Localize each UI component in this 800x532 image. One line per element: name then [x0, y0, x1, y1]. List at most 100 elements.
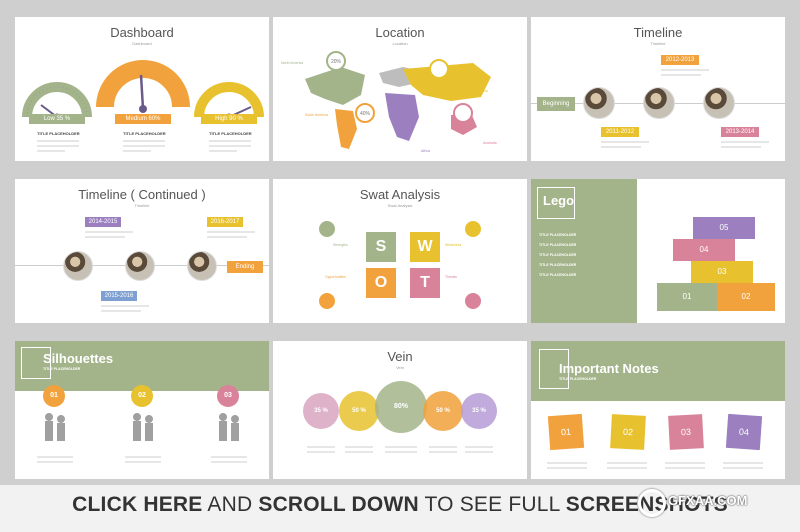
note-01: 01: [547, 413, 585, 451]
label-south-america: South America: [305, 113, 328, 117]
slide-subtitle: Location: [392, 41, 408, 46]
vein-bubble-2: 50 %: [339, 391, 379, 431]
timeline-item-1: 2014-2015: [85, 217, 121, 227]
silhouettes-header: [15, 341, 269, 391]
timeline-photo-1: [583, 87, 615, 119]
gauge-medium-placeholder: TITLE PLACEHOLDER: [123, 131, 166, 136]
gauge-high-arc: [194, 82, 264, 118]
label-weakness: Weakness: [445, 243, 462, 247]
silhouette-figures: [37, 413, 247, 463]
slide-subtitle: Timeline: [134, 203, 150, 208]
gauge-low-placeholder: TITLE PLACEHOLDER: [37, 131, 80, 136]
silhouette-num-01: 01: [43, 385, 65, 407]
slide-subtitle: Swat Analysis: [387, 203, 413, 208]
note-03: 03: [668, 414, 704, 450]
strength-icon: [319, 221, 335, 237]
slide-timeline-continued[interactable]: Timeline ( Continued ) Timeline 2014-201…: [15, 179, 269, 323]
slide-title: Silhouettes: [43, 351, 114, 366]
slide-subtitle: Timeline: [650, 41, 666, 46]
gauge-medium-arc: [96, 60, 190, 108]
slide-title: Timeline: [633, 25, 683, 40]
timeline-item-1: 2011-2012: [601, 127, 639, 137]
label-africa: Africa: [421, 149, 430, 153]
vein-bubble-1: 35 %: [303, 393, 339, 429]
gauge-medium-label: Medium 60%: [115, 114, 171, 124]
cta-and: AND: [202, 493, 259, 516]
label-russia: Russia: [477, 89, 488, 93]
gauge-low-label: Low 35 %: [29, 114, 85, 124]
silhouette-num-02: 02: [131, 385, 153, 407]
slide-title: Important Notes: [559, 361, 659, 376]
slide-silhouettes[interactable]: Silhouettes TITLE PLACEHOLDER 01 02 03: [15, 341, 269, 479]
slide-title: Lego: [543, 193, 575, 208]
world-map: 20% 40%: [305, 51, 491, 149]
opportunity-icon: [319, 293, 335, 309]
label-threats: Threats: [445, 275, 457, 279]
watermark: GFXAA.COM: [634, 487, 784, 523]
timeline-photo-2: [125, 251, 155, 281]
lego-item: TITLE PLACEHOLDER: [539, 273, 577, 277]
lego-brick-03: 03: [691, 261, 753, 283]
cta-to-see: TO SEE FULL: [418, 493, 566, 516]
lego-brick-02: 02: [717, 283, 775, 311]
swot-w: W: [410, 232, 440, 262]
slide-lego[interactable]: Lego TITLE PLACEHOLDER TITLE PLACEHOLDER…: [531, 179, 785, 323]
gauge-text-lines: [37, 140, 251, 152]
region-north-america: [305, 67, 365, 105]
slides-grid: Dashboard Dashboard Low 35 % Medium 60% …: [15, 17, 785, 479]
region-asia: [403, 63, 491, 101]
slide-title: Timeline ( Continued ): [78, 187, 206, 202]
slide-location[interactable]: Location Location 20% 40% North America …: [273, 17, 527, 161]
cta-click-here[interactable]: CLICK HERE: [72, 493, 203, 516]
slide-dashboard[interactable]: Dashboard Dashboard Low 35 % Medium 60% …: [15, 17, 269, 161]
lego-item: TITLE PLACEHOLDER: [539, 243, 577, 247]
notes-header: [531, 341, 785, 401]
cta-scroll-down[interactable]: SCROLL DOWN: [258, 493, 419, 516]
vein-bubble-3: 80%: [375, 381, 427, 433]
gauge-high-label: High 90 %: [201, 114, 257, 124]
timeline-item-3: 2016-2017: [207, 217, 243, 227]
silhouettes-placeholder: TITLE PLACEHOLDER: [43, 367, 81, 371]
timeline-photo-3: [187, 251, 217, 281]
lego-brick-01: 01: [657, 283, 717, 311]
slide-title: Vein: [387, 349, 413, 364]
timeline-photo-3: [703, 87, 735, 119]
lego-item: TITLE PLACEHOLDER: [539, 233, 577, 237]
gauge-medium-needle: [139, 74, 145, 110]
timeline-ending: Ending: [227, 261, 263, 273]
label-opportunities: Opportunities: [325, 275, 346, 279]
slide-important-notes[interactable]: Important Notes TITLE PLACEHOLDER 01 02 …: [531, 341, 785, 479]
notes-text-lines: [547, 462, 763, 469]
label-north-america: North America: [281, 61, 304, 65]
slide-timeline[interactable]: Timeline Timeline Beginning 2011-2012 20…: [531, 17, 785, 161]
watermark-logo-icon: [638, 489, 666, 517]
timeline-text-lines: [85, 231, 255, 312]
lego-brick-05: 05: [693, 217, 755, 239]
timeline-item-2: 2012-2013: [661, 55, 699, 65]
slide-subtitle: Dashboard: [132, 41, 152, 46]
cta-banner[interactable]: [0, 485, 800, 532]
swot-o: O: [366, 268, 396, 298]
gauge-low-arc: [22, 82, 92, 118]
notes-placeholder: TITLE PLACEHOLDER: [559, 377, 597, 381]
weakness-icon: [465, 221, 481, 237]
timeline-beginning: Beginning: [537, 97, 575, 111]
watermark-text: GFXAA.COM: [668, 493, 748, 508]
label-strengths: Strengths: [333, 243, 348, 247]
note-02: 02: [610, 414, 646, 450]
slide-subtitle: Vein: [396, 365, 404, 370]
lego-item: TITLE PLACEHOLDER: [539, 253, 577, 257]
region-na-pct: 20%: [331, 59, 342, 65]
slide-swot[interactable]: Swat Analysis Swat Analysis S W O T Stre…: [273, 179, 527, 323]
slide-title: Location: [375, 25, 425, 40]
timeline-text-lines: [601, 69, 769, 148]
region-south-america: [335, 109, 357, 149]
slide-title: Swat Analysis: [359, 187, 441, 202]
gauge-high-placeholder: TITLE PLACEHOLDER: [209, 131, 252, 136]
region-sa-pct: 40%: [360, 111, 371, 117]
slide-title: Dashboard: [110, 25, 174, 40]
slide-vein[interactable]: Vein Vein 35 % 50 % 80% 50 % 35 %: [273, 341, 527, 479]
timeline-photo-2: [643, 87, 675, 119]
timeline-item-2: 2015-2016: [101, 291, 137, 301]
lego-item: TITLE PLACEHOLDER: [539, 263, 577, 267]
